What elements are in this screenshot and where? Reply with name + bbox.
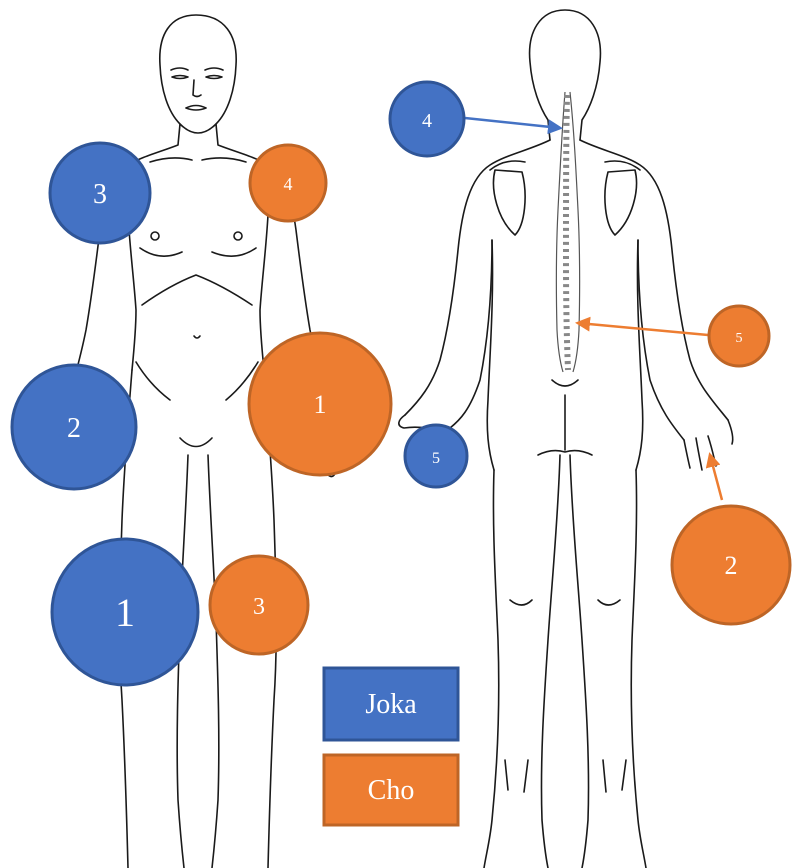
back-right-leg-inner bbox=[570, 455, 589, 868]
front-mouth bbox=[186, 106, 206, 111]
joka-marker-1: 1 bbox=[52, 539, 198, 685]
cho-marker-5-label: 5 bbox=[736, 331, 743, 346]
back-right-heel bbox=[603, 760, 626, 792]
joka-marker-3-label: 3 bbox=[93, 179, 107, 210]
spine-column bbox=[556, 92, 565, 372]
front-nipple-right bbox=[234, 232, 242, 240]
back-left-leg-outer bbox=[484, 470, 499, 868]
joka-4-arrow bbox=[465, 118, 560, 128]
legend-cho-label: Cho bbox=[368, 775, 415, 806]
back-head-outline bbox=[530, 10, 601, 140]
back-left-knee bbox=[510, 600, 532, 605]
spine-vertebrae bbox=[566, 95, 568, 370]
front-nipple-left bbox=[151, 232, 159, 240]
front-eye-right bbox=[206, 76, 222, 79]
back-right-hand bbox=[684, 420, 733, 470]
cho-marker-3: 3 bbox=[210, 556, 308, 654]
marker-arrows bbox=[465, 118, 722, 500]
cho-marker-1: 1 bbox=[249, 333, 391, 475]
front-eyebrow-right bbox=[205, 68, 223, 70]
front-right-flank bbox=[260, 215, 268, 370]
front-groin bbox=[180, 438, 212, 447]
back-right-inner-arm bbox=[638, 240, 684, 440]
spine-column-right bbox=[570, 92, 580, 372]
front-right-leg-inner bbox=[208, 455, 219, 868]
front-head-outline bbox=[160, 15, 236, 133]
back-right-knee bbox=[598, 600, 620, 605]
front-nose bbox=[193, 80, 201, 97]
front-eyebrow-left bbox=[171, 68, 188, 70]
cho-2-arrow bbox=[710, 455, 722, 500]
front-clavicle-left bbox=[150, 158, 192, 162]
front-chest-right bbox=[212, 248, 256, 256]
front-clavicle-right bbox=[202, 158, 246, 162]
joka-marker-2: 2 bbox=[12, 365, 136, 489]
front-chest-left bbox=[140, 248, 182, 256]
joka-marker-5: 5 bbox=[405, 425, 467, 487]
legend-joka: Joka bbox=[324, 668, 458, 740]
legend: Joka Cho bbox=[324, 668, 458, 825]
front-navel bbox=[194, 336, 200, 338]
front-left-flank bbox=[128, 215, 136, 370]
joka-marker-4-label: 4 bbox=[422, 110, 432, 132]
legend-cho: Cho bbox=[324, 755, 458, 825]
back-buttocks-top bbox=[552, 380, 578, 386]
cho-markers: 4 1 3 5 2 bbox=[210, 145, 790, 654]
back-left-heel bbox=[505, 760, 528, 792]
front-eye-left bbox=[172, 76, 188, 79]
legend-joka-label: Joka bbox=[365, 689, 417, 720]
cho-marker-2: 2 bbox=[672, 506, 790, 624]
back-right-leg-outer bbox=[631, 470, 646, 868]
cho-marker-5: 5 bbox=[709, 306, 769, 366]
joka-marker-2-label: 2 bbox=[67, 413, 81, 444]
front-ribcage bbox=[142, 275, 252, 305]
back-right-shoulder-arm bbox=[580, 140, 728, 420]
back-left-shoulder-arm bbox=[405, 140, 550, 415]
back-left-leg-inner bbox=[541, 455, 560, 868]
joka-marker-4: 4 bbox=[390, 82, 464, 156]
back-gluteal-fold bbox=[538, 451, 592, 455]
cho-marker-4-label: 4 bbox=[284, 174, 293, 194]
joka-marker-5-label: 5 bbox=[432, 450, 440, 467]
joka-marker-1-label: 1 bbox=[115, 590, 135, 635]
cho-marker-1-label: 1 bbox=[314, 390, 327, 419]
back-scapula-right bbox=[605, 170, 637, 235]
back-scapula-left bbox=[494, 170, 526, 235]
back-spine bbox=[556, 92, 579, 372]
joka-marker-3: 3 bbox=[50, 143, 150, 243]
cho-marker-4: 4 bbox=[250, 145, 326, 221]
cho-marker-3-label: 3 bbox=[253, 594, 265, 620]
cho-marker-2-label: 2 bbox=[725, 551, 738, 580]
front-hip-left bbox=[136, 362, 170, 400]
